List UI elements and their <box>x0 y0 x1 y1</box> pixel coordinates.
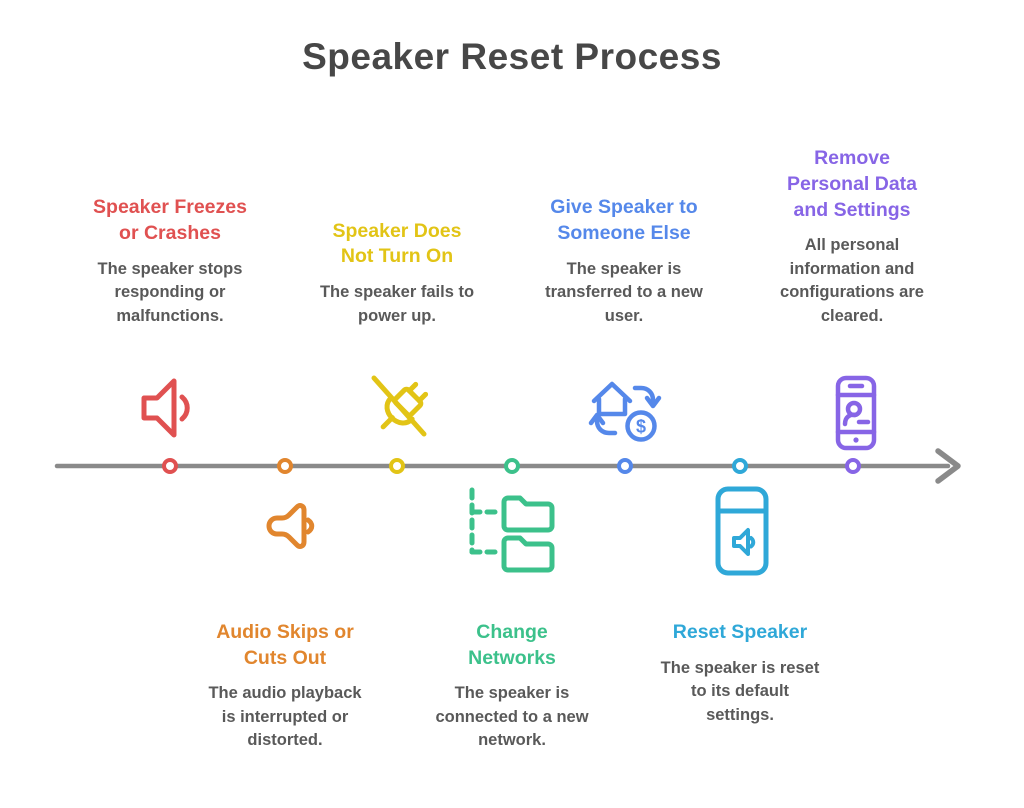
step-text: Give Speaker to Someone Else The speaker… <box>512 195 736 328</box>
step-title: Speaker Does Not Turn On <box>332 219 462 268</box>
arrowhead-icon <box>935 448 961 484</box>
step-description: The speaker is connected to a new networ… <box>435 684 589 750</box>
timeline-node <box>504 458 520 474</box>
smart-speaker-icon <box>710 483 774 579</box>
no-power-plug-icon <box>353 367 443 457</box>
timeline-node <box>162 458 178 474</box>
rounded-speaker-icon <box>259 484 343 568</box>
timeline-node <box>277 458 293 474</box>
house-exchange-dollar-icon: $ <box>583 368 667 452</box>
step-title: Speaker Freezes or Crashes <box>93 196 247 244</box>
timeline-node <box>732 458 748 474</box>
step-description: The speaker is reset to its default sett… <box>660 658 820 724</box>
step-title: Change Networks <box>468 621 556 669</box>
timeline-node <box>845 458 861 474</box>
step-text: Speaker Does Not Turn On The speaker fai… <box>285 219 509 328</box>
step-text: Change Networks The speaker is connected… <box>400 620 624 753</box>
step-title: Audio Skips or Cuts Out <box>216 621 354 669</box>
step-description: The audio playback is interrupted or dis… <box>208 684 362 750</box>
timeline-node <box>617 458 633 474</box>
step-description: All personal information and configurati… <box>780 236 924 325</box>
phone-remove-user-icon <box>814 372 898 456</box>
step-title: Give Speaker to Someone Else <box>550 196 698 244</box>
timeline-axis <box>54 448 961 484</box>
step-description: The speaker is transferred to a new user… <box>545 259 703 325</box>
timeline-node <box>389 458 405 474</box>
step-text: Speaker Freezes or Crashes The speaker s… <box>58 195 282 328</box>
step-text: Audio Skips or Cuts Out The audio playba… <box>173 620 397 753</box>
speaker-volume-icon <box>131 368 211 448</box>
step-title: Reset Speaker <box>672 621 808 643</box>
step-text: Remove Personal Data and Settings All pe… <box>740 146 964 328</box>
svg-text:$: $ <box>636 417 646 437</box>
page-title: Speaker Reset Process <box>302 36 722 77</box>
step-description: The speaker fails to power up. <box>319 283 475 325</box>
folder-network-icon <box>458 482 562 574</box>
step-title: Remove Personal Data and Settings <box>786 147 918 221</box>
step-text: Reset Speaker The speaker is reset to it… <box>628 620 852 727</box>
step-description: The speaker stops responding or malfunct… <box>97 259 243 325</box>
